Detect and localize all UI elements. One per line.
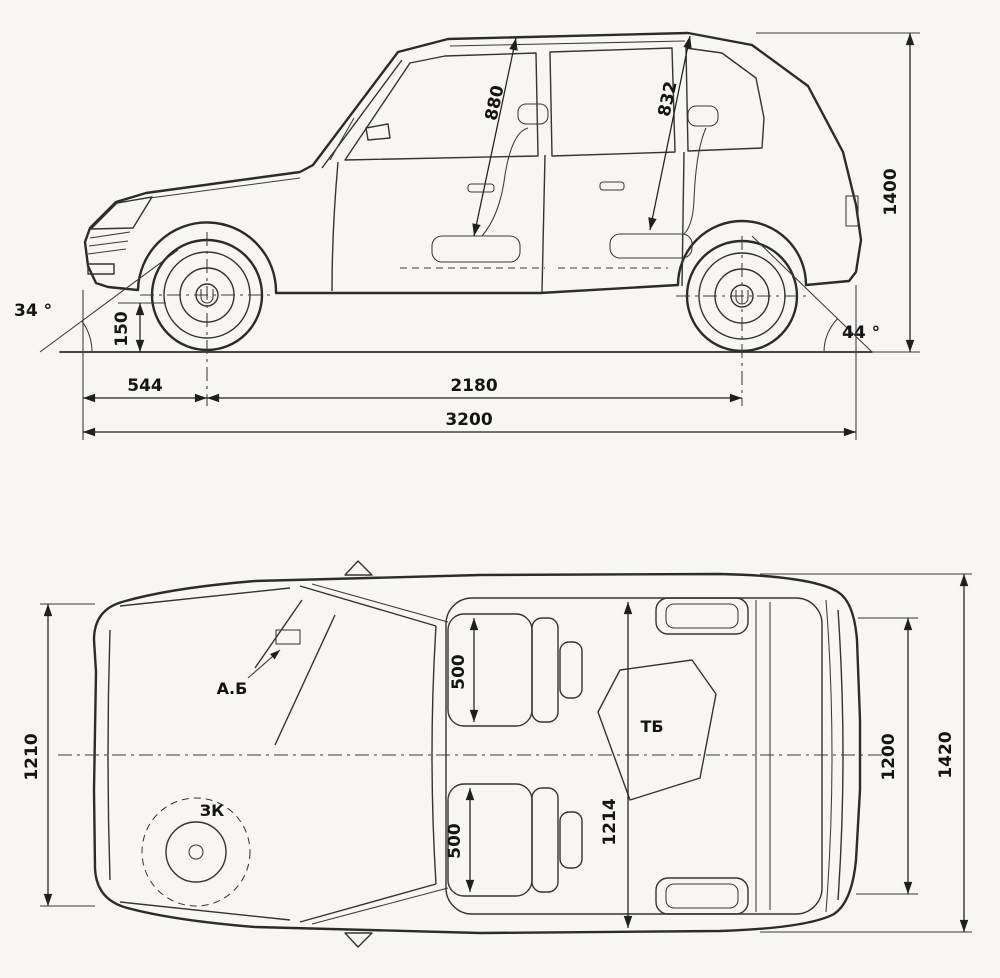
plan-rear-headrests — [655, 597, 749, 915]
dim-front-seat-width: 500 — [449, 617, 479, 723]
rear-seat-cushion — [609, 233, 693, 259]
dim-rear-seat-diag: 832 — [648, 35, 692, 231]
front-hub-mark — [200, 289, 214, 304]
dim-overall-width: 1420 — [760, 573, 972, 933]
battery-callout: А.Б — [217, 649, 281, 698]
tail-lamp — [845, 195, 859, 227]
dim-approach-angle: 34 ° — [14, 249, 179, 353]
battery-box — [275, 629, 301, 645]
wiper — [329, 117, 355, 161]
battery-label: А.Б — [217, 679, 248, 698]
dim-body-width: 1210 — [22, 603, 95, 907]
plan-rear-details — [755, 599, 844, 913]
plan-front-details — [107, 587, 291, 921]
door-mirror — [365, 123, 391, 141]
dim-front-seat-diag: 880 — [472, 37, 518, 237]
door-details — [331, 151, 859, 293]
front-seat-backrest — [481, 127, 529, 237]
quarter-window — [685, 47, 765, 152]
dim-overall-height-label: 1400 — [881, 168, 901, 215]
b-pillar-seam — [541, 154, 546, 293]
front-seat-cushion — [431, 235, 521, 263]
spare-wheel-label: ЗК — [200, 801, 224, 820]
front-end-details — [87, 177, 301, 275]
headrest-top — [559, 641, 583, 699]
plan-windshield — [299, 583, 449, 925]
front-door-seam — [331, 161, 339, 292]
dim-rear-seat-diag-label: 832 — [655, 80, 682, 119]
dim-departure-angle: 44 ° — [751, 235, 880, 353]
spare-wheel: ЗК — [141, 797, 251, 907]
front-headrest — [517, 103, 549, 125]
rear-door-seam — [681, 151, 685, 287]
windshield-line — [321, 59, 403, 169]
dim-horizontal-group: 544 2180 3200 — [82, 232, 857, 440]
mirror-bottom — [344, 932, 373, 948]
rear-headrest — [687, 105, 719, 127]
front-bumper-marker — [87, 263, 115, 275]
dim-rear-body-width: 1200 — [856, 617, 918, 895]
top-view: ТБ ЗК А.Б 500 500 1214 — [22, 560, 972, 948]
dim-body-width-label: 1210 — [22, 733, 42, 780]
headrest-bottom — [559, 811, 583, 869]
fuel-tank: ТБ — [597, 659, 717, 801]
door-handle-front — [467, 183, 495, 193]
dim-overall-width-label: 1420 — [936, 731, 956, 778]
dim-approach-angle-label: 34 ° — [14, 301, 52, 321]
dim-rear-seat-width: 500 — [445, 787, 475, 893]
headlight — [90, 196, 153, 230]
plan-wipers — [254, 599, 336, 746]
dim-front-seat-diag-label: 880 — [482, 83, 509, 122]
plan-front-seat-top — [447, 613, 583, 727]
dim-ground-clearance: 150 — [112, 302, 166, 353]
dim-ground-clearance-label: 150 — [112, 311, 132, 347]
dim-departure-angle-label: 44 ° — [842, 323, 880, 343]
dim-wheelbase: 2180 — [206, 376, 743, 403]
car-body-outline — [83, 31, 863, 295]
dim-wheelbase-label: 2180 — [450, 376, 497, 396]
plan-front-seat-bottom — [447, 783, 583, 897]
mirror-top — [344, 560, 373, 576]
fuel-tank-label: ТБ — [640, 717, 663, 736]
roof-inner-line — [449, 40, 686, 47]
dim-rear-seat-width-label: 500 — [445, 823, 465, 859]
dim-interior-width-label: 1214 — [600, 798, 620, 845]
roof-panel-outline — [445, 597, 823, 915]
dim-rear-body-width-label: 1200 — [879, 733, 899, 780]
dim-interior-width: 1214 — [600, 601, 633, 929]
side-view: 880 832 1400 34 ° 44 ° 150 — [14, 31, 920, 440]
dim-front-seat-width-label: 500 — [449, 654, 469, 690]
hood-seam — [149, 177, 301, 199]
dim-overall-length-label: 3200 — [445, 410, 492, 430]
dim-overall-height: 1400 — [756, 32, 920, 353]
dim-front-overhang: 544 — [82, 376, 208, 403]
door-handle-rear — [599, 181, 625, 191]
dim-front-overhang-label: 544 — [127, 376, 163, 396]
dim-overall-length: 3200 — [82, 410, 857, 437]
